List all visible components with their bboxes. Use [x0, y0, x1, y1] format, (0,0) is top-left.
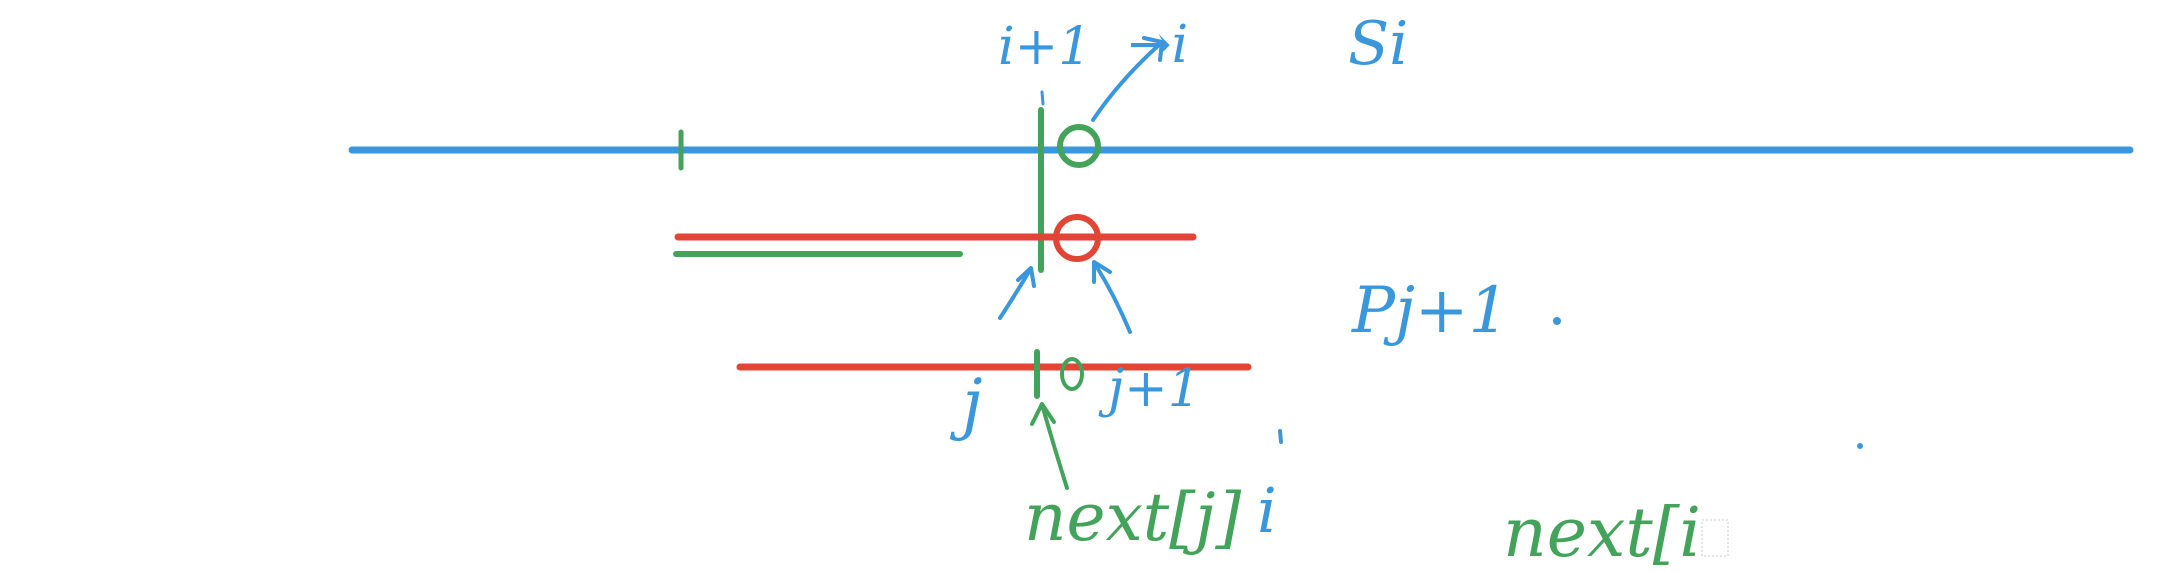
arrow-next-to-tick	[1041, 406, 1069, 490]
label-i-after-next: i	[1257, 474, 1277, 547]
arrow-j-head	[1016, 266, 1036, 288]
stray-dot-1	[1553, 317, 1561, 325]
mismatch-circle-text	[1057, 124, 1101, 168]
arrow-j1-to-circle	[1093, 262, 1132, 334]
label-i-plus-1: i+1	[998, 17, 1091, 77]
label-j: j	[949, 365, 982, 442]
stray-dot-2	[1857, 443, 1863, 449]
label-s-i: Si	[1348, 9, 1408, 79]
arrow-j1-head	[1092, 260, 1112, 284]
arrow-j-to-divider	[998, 268, 1032, 320]
stray-mark	[1278, 429, 1283, 444]
arrow-to-i-label	[1091, 42, 1162, 122]
label-next-j: next[j]	[1024, 479, 1242, 556]
label-arrow-i: →i	[1128, 15, 1188, 75]
cursor-box	[1701, 519, 1729, 557]
mismatch-circle-pattern	[1053, 214, 1101, 262]
shifted-compare-circle	[1060, 357, 1084, 391]
label-next-right: next[i	[1503, 494, 1701, 572]
divider-top-mark	[1040, 90, 1045, 106]
arrow-next-head	[1030, 402, 1056, 426]
arrow-to-i-head	[1142, 36, 1164, 62]
label-p-j-plus-1: Pj+1	[1351, 274, 1509, 348]
label-j-plus-1: j+1	[1098, 359, 1201, 419]
